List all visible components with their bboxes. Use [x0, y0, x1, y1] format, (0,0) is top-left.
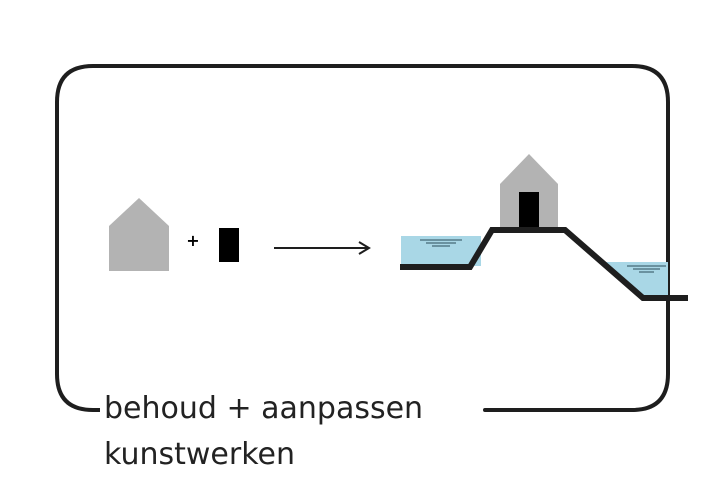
arrow-right-icon [274, 241, 371, 255]
water-left [401, 236, 481, 266]
dike-icon [400, 227, 688, 301]
door-icon [219, 228, 239, 262]
caption-line-2: kunstwerken [104, 437, 295, 472]
house-icon [109, 198, 169, 271]
plus-sign: + [186, 231, 199, 250]
water-left-ripples [420, 239, 462, 247]
frame-border [55, 64, 670, 412]
caption-line-1: behoud + aanpassen [100, 394, 430, 424]
water-right-ripples [627, 265, 666, 273]
dike-house-icon [500, 154, 558, 229]
dike-house-door [519, 192, 539, 227]
